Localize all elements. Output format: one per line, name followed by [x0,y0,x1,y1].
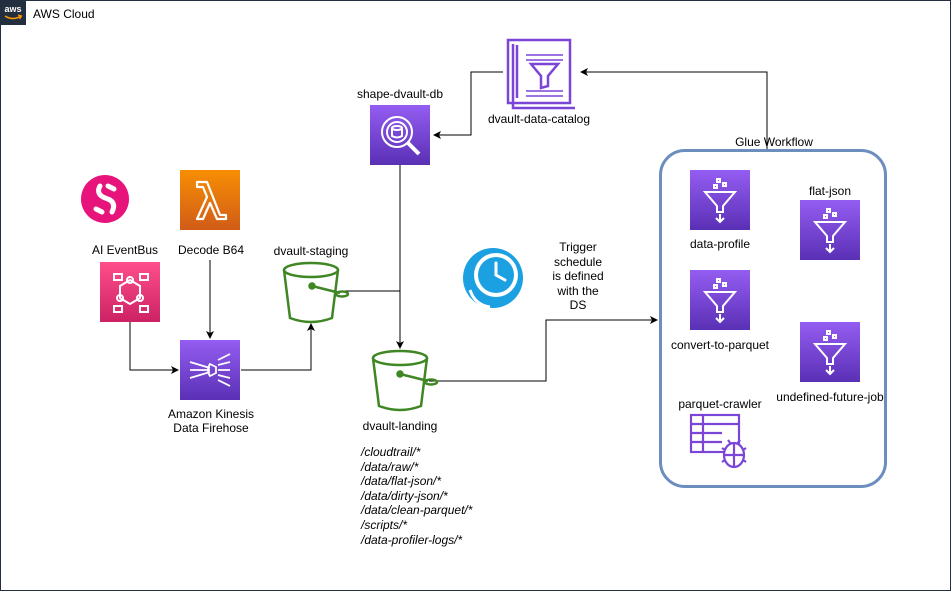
athena-label: shape-dvault-db [356,87,444,101]
convert-label: convert-to-parquet [670,338,770,352]
firehose-icon [180,340,240,400]
decode-label: Decode B64 [177,243,245,257]
lambda-icon [180,170,240,230]
staging-label: dvault-staging [273,244,349,258]
landing-path: /data/raw/* [361,459,419,474]
eventbridge-icon [100,262,160,322]
edge-catalog-athena [433,71,503,139]
edge-firehose-staging [241,323,315,371]
glue-job-icon [800,322,860,382]
landing-paths: /cloudtrail/* /data/raw/* /data/flat-jso… [361,445,472,547]
landing-path: /scripts/* [361,517,408,532]
flat-json-label: flat-json [808,184,852,198]
future-job-label: undefined-future-job [776,390,884,404]
glue-workflow-title: Glue Workflow [735,135,813,149]
landing-path: /cloudtrail/* [361,445,421,459]
catalog-label: dvault-data-catalog [487,112,591,126]
firehose-label: Amazon Kinesis Data Firehose [168,407,254,435]
landing-path: /data-profiler-logs/* [361,532,463,547]
eventbus-label: AI EventBus [91,243,159,257]
edge-eventbus-firehose [129,322,179,374]
trigger-label: Trigger schedule is defined with the DS [552,240,604,313]
athena-icon [370,105,430,165]
edge-landing-glue [429,316,658,382]
svg-text:aws: aws [4,4,21,14]
aws-logo-icon: aws [0,0,26,25]
aws-cloud-title: AWS Cloud [33,7,95,21]
data-profile-label: data-profile [689,237,751,251]
edge-glue-catalog [580,68,768,149]
glue-job-icon [800,200,860,260]
landing-label: dvault-landing [362,419,438,433]
landing-path: /data/clean-parquet/* [361,503,473,518]
landing-path: /data/flat-json/* [361,474,442,489]
crawler-label: parquet-crawler [678,397,762,411]
glue-job-icon [690,270,750,330]
firehose-label-line2: Data Firehose [173,421,249,435]
firehose-label-line1: Amazon Kinesis [167,407,255,421]
landing-path: /data/dirty-json/* [361,488,448,503]
glue-job-icon [690,170,750,230]
